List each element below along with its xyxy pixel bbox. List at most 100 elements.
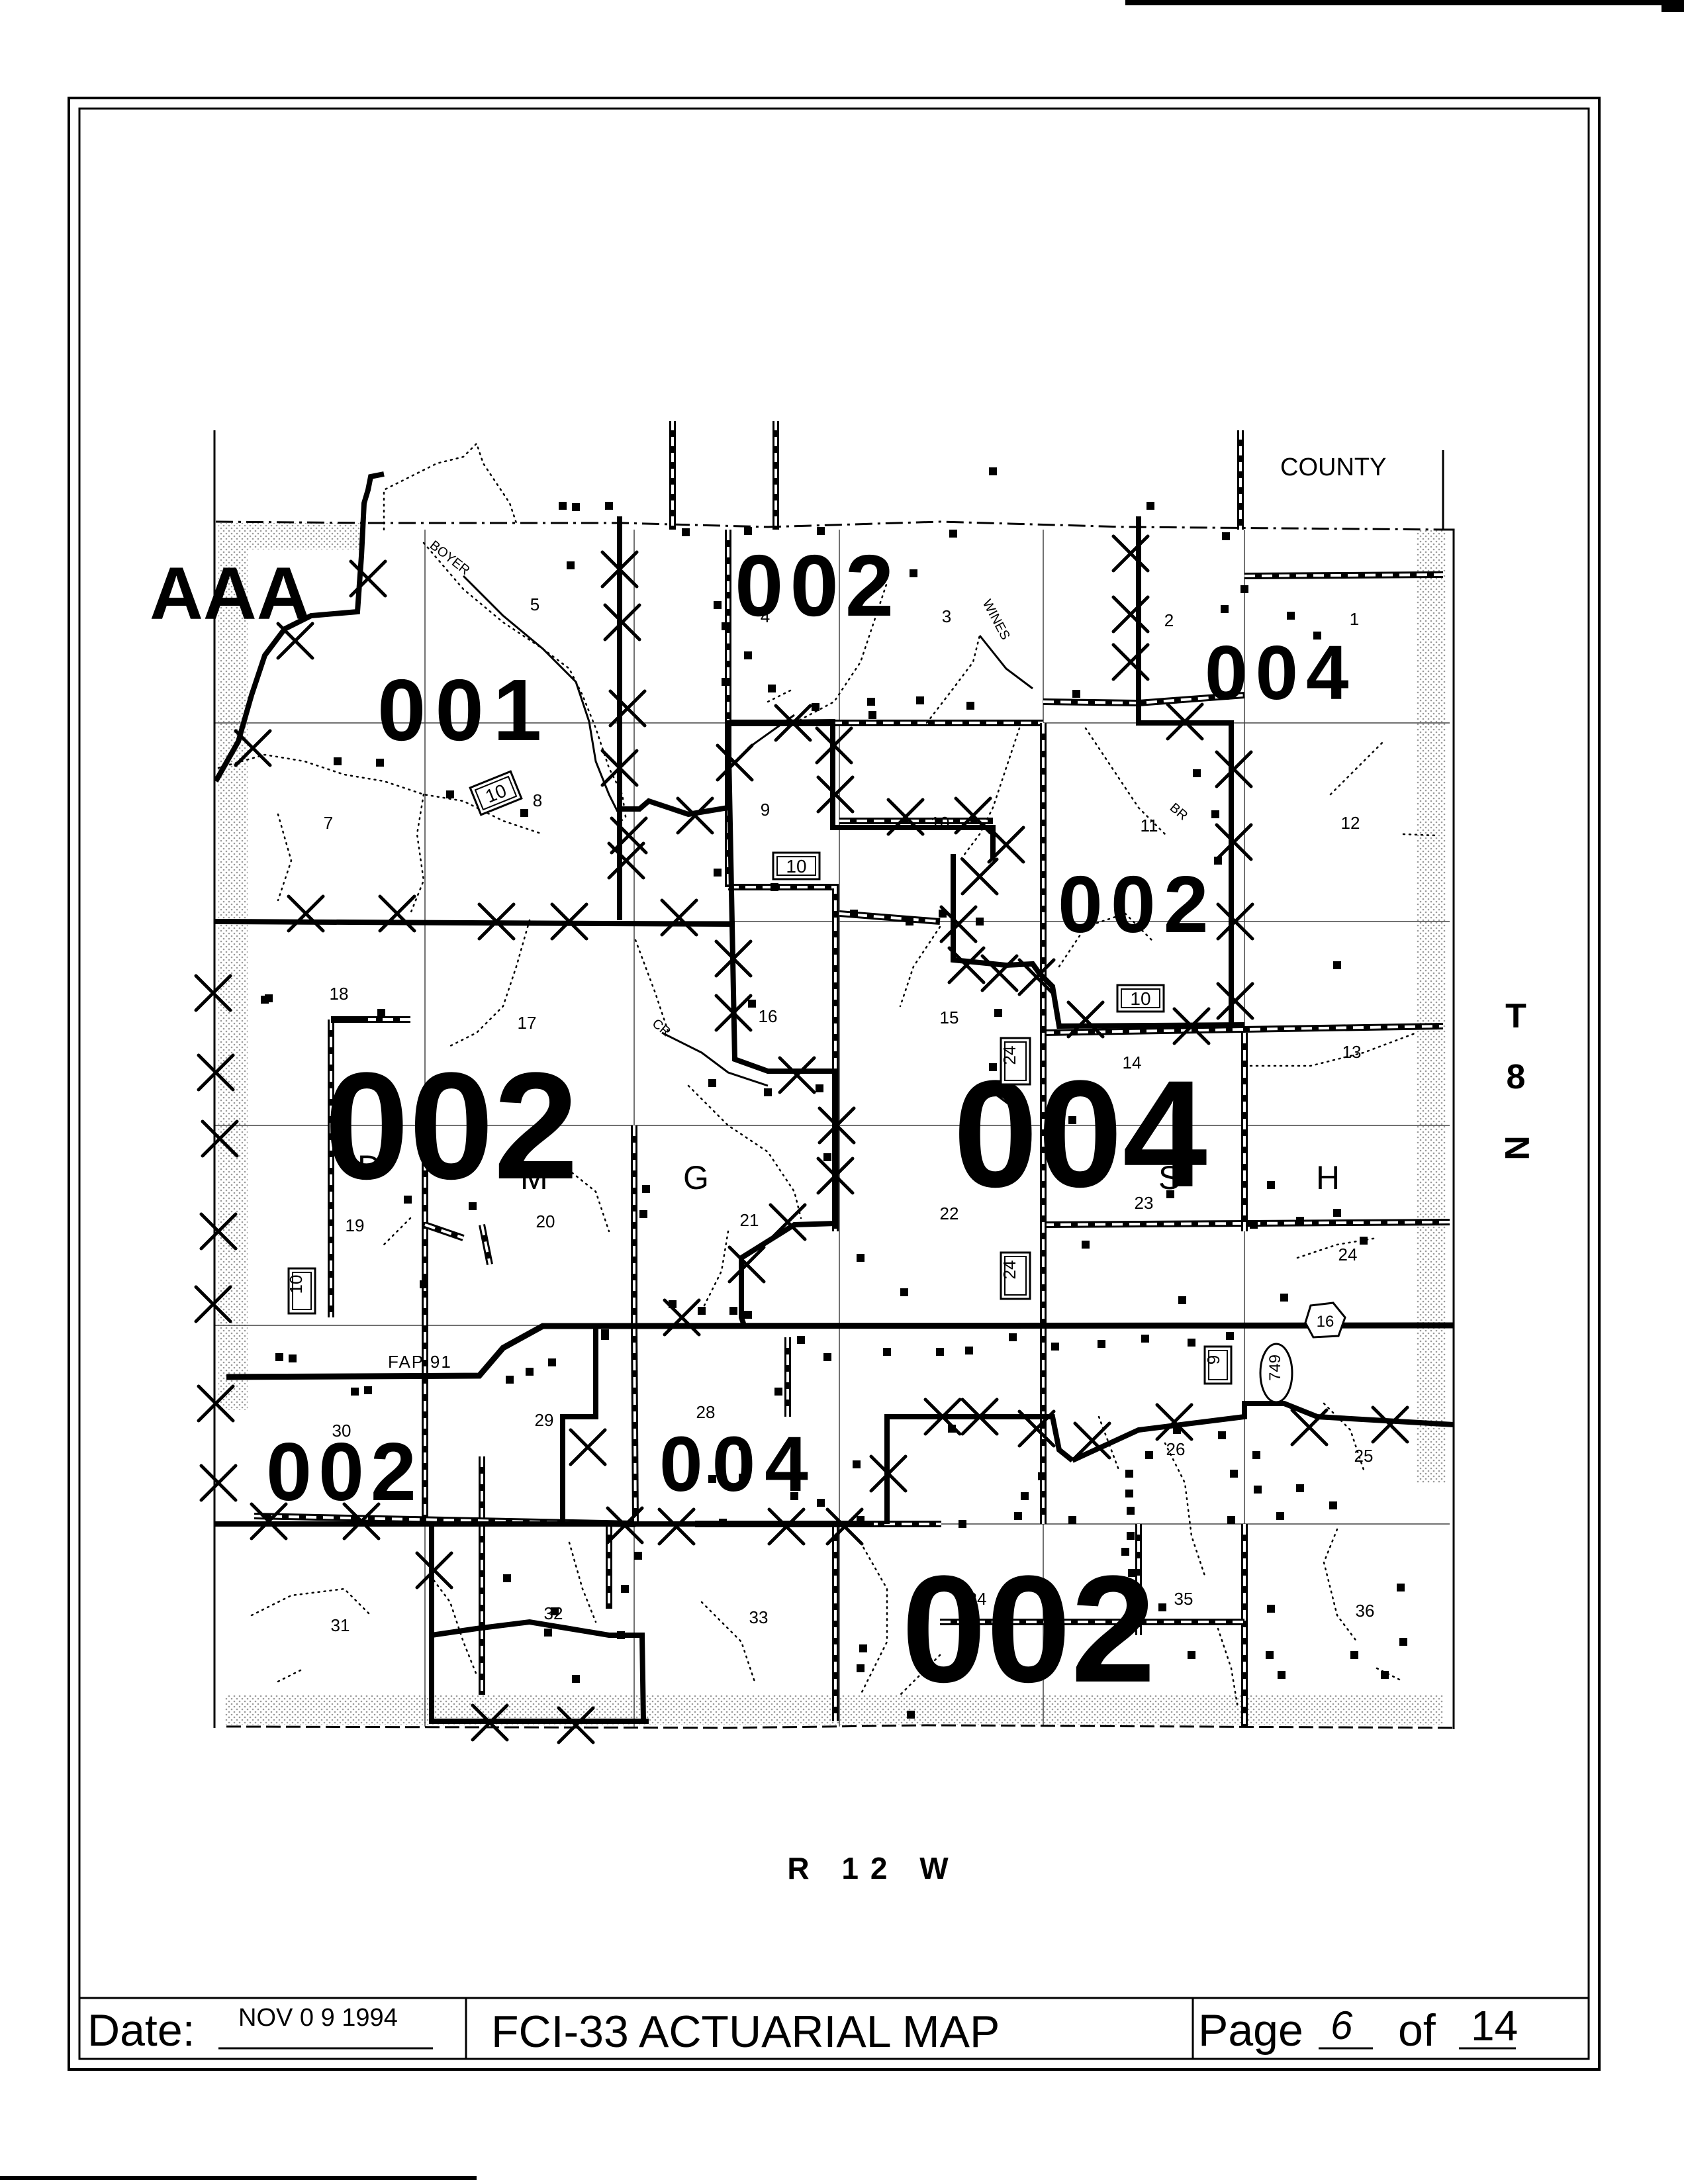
structure-marker bbox=[859, 1644, 867, 1652]
x-marker bbox=[660, 898, 698, 937]
structure-marker bbox=[744, 1311, 752, 1319]
structure-marker bbox=[634, 1552, 642, 1560]
section-number: 24 bbox=[1338, 1245, 1358, 1264]
road-shield-10-sec9: 10 bbox=[772, 851, 821, 880]
structure-marker bbox=[1333, 961, 1341, 969]
x-marker bbox=[1290, 1408, 1329, 1447]
x-marker bbox=[600, 749, 639, 787]
stream bbox=[383, 442, 518, 531]
structure-marker bbox=[994, 1009, 1002, 1017]
map-outline-bottom bbox=[226, 1724, 1457, 1729]
section-number: 20 bbox=[536, 1211, 555, 1231]
x-marker bbox=[287, 894, 325, 933]
x-marker bbox=[197, 1384, 235, 1423]
structure-marker bbox=[744, 651, 752, 659]
x-marker bbox=[557, 1706, 595, 1744]
x-marker bbox=[1111, 643, 1150, 681]
x-marker bbox=[1216, 902, 1254, 941]
road-shield-24-north: 24 bbox=[1000, 1037, 1031, 1086]
structure-marker bbox=[989, 1063, 997, 1071]
structure-marker bbox=[1333, 1209, 1341, 1217]
zone-label-002-top: 002 bbox=[735, 537, 900, 634]
stream bbox=[1098, 1415, 1120, 1471]
place-letter-g: G bbox=[683, 1159, 709, 1196]
x-marker bbox=[550, 902, 588, 941]
road-shield-24-south: 24 bbox=[1000, 1251, 1031, 1300]
creek bbox=[992, 1091, 1020, 1114]
page-of: of bbox=[1398, 2005, 1436, 2056]
stream bbox=[959, 727, 1021, 862]
structure-marker bbox=[939, 910, 947, 918]
structure-marker bbox=[1128, 1594, 1136, 1602]
stream bbox=[793, 581, 888, 724]
stream bbox=[429, 1574, 478, 1676]
structure-marker bbox=[1121, 1548, 1129, 1556]
stream bbox=[1323, 1528, 1358, 1643]
x-marker bbox=[869, 1454, 908, 1493]
x-marker bbox=[608, 689, 647, 728]
x-marker bbox=[714, 939, 753, 978]
structure-marker bbox=[868, 711, 876, 719]
road bbox=[728, 884, 839, 920]
svg-text:16: 16 bbox=[1317, 1313, 1334, 1331]
structure-marker bbox=[1222, 532, 1230, 540]
zone-label-aaa: AAA bbox=[150, 552, 310, 635]
structure-marker bbox=[949, 530, 957, 538]
x-marker bbox=[1017, 958, 1056, 996]
structure-marker bbox=[1221, 605, 1229, 613]
x-marker bbox=[825, 1507, 864, 1546]
place-letter-d: D bbox=[357, 1149, 381, 1186]
x-marker bbox=[716, 743, 754, 782]
structure-marker bbox=[857, 1664, 865, 1672]
structure-marker bbox=[739, 1442, 747, 1450]
stream-name-br: BR bbox=[1167, 800, 1190, 824]
stream-name-boyer: BOYER bbox=[427, 538, 473, 578]
section-number: 12 bbox=[1341, 813, 1360, 833]
structure-marker bbox=[714, 869, 722, 877]
place-letters: M G S H D bbox=[357, 1149, 1340, 1196]
x-marker bbox=[1066, 1000, 1105, 1039]
structure-marker bbox=[722, 678, 729, 686]
structure-marker bbox=[567, 561, 575, 569]
structure-marker bbox=[936, 1348, 944, 1356]
section-number: 15 bbox=[940, 1008, 959, 1027]
section-number: 30 bbox=[332, 1421, 351, 1441]
x-marker bbox=[276, 622, 314, 660]
stream bbox=[277, 813, 293, 902]
structure-marker bbox=[1252, 1451, 1260, 1459]
outer-border bbox=[68, 97, 1601, 2071]
road-stubs bbox=[669, 421, 1244, 530]
zone-label-004-south: 004 bbox=[659, 1421, 818, 1508]
structure-marker bbox=[817, 527, 825, 535]
section-number: 14 bbox=[1123, 1053, 1142, 1072]
structure-marker bbox=[376, 759, 384, 767]
structure-marker bbox=[526, 1368, 534, 1376]
structure-marker bbox=[853, 1460, 861, 1468]
section-number: 10 bbox=[931, 813, 950, 833]
structure-marker bbox=[916, 696, 924, 704]
x-marker bbox=[1215, 823, 1253, 861]
structure-marker bbox=[682, 528, 690, 536]
zone-boundary bbox=[620, 718, 996, 861]
stream-name-wines: WINES bbox=[980, 597, 1013, 642]
structure-marker bbox=[883, 1348, 891, 1356]
structure-marker bbox=[1193, 769, 1201, 777]
structure-marker bbox=[900, 1288, 908, 1296]
svg-text:749: 749 bbox=[1266, 1354, 1284, 1381]
road-shield-10-north: 10 bbox=[469, 770, 523, 816]
structure-marker bbox=[1068, 1516, 1076, 1524]
stream bbox=[449, 919, 531, 1047]
structure-marker bbox=[1278, 1671, 1286, 1679]
structure-marker bbox=[722, 622, 729, 630]
structure-marker bbox=[1267, 1181, 1275, 1189]
structure-marker bbox=[1038, 1472, 1046, 1480]
township-char-t: T bbox=[1505, 997, 1526, 1035]
structure-marker bbox=[1254, 1486, 1262, 1494]
structure-marker bbox=[1188, 1651, 1195, 1659]
x-marker bbox=[954, 796, 992, 835]
structure-marker bbox=[1381, 1671, 1389, 1679]
structure-marker bbox=[768, 685, 776, 692]
x-marker bbox=[201, 1119, 239, 1158]
stream bbox=[899, 926, 941, 1008]
